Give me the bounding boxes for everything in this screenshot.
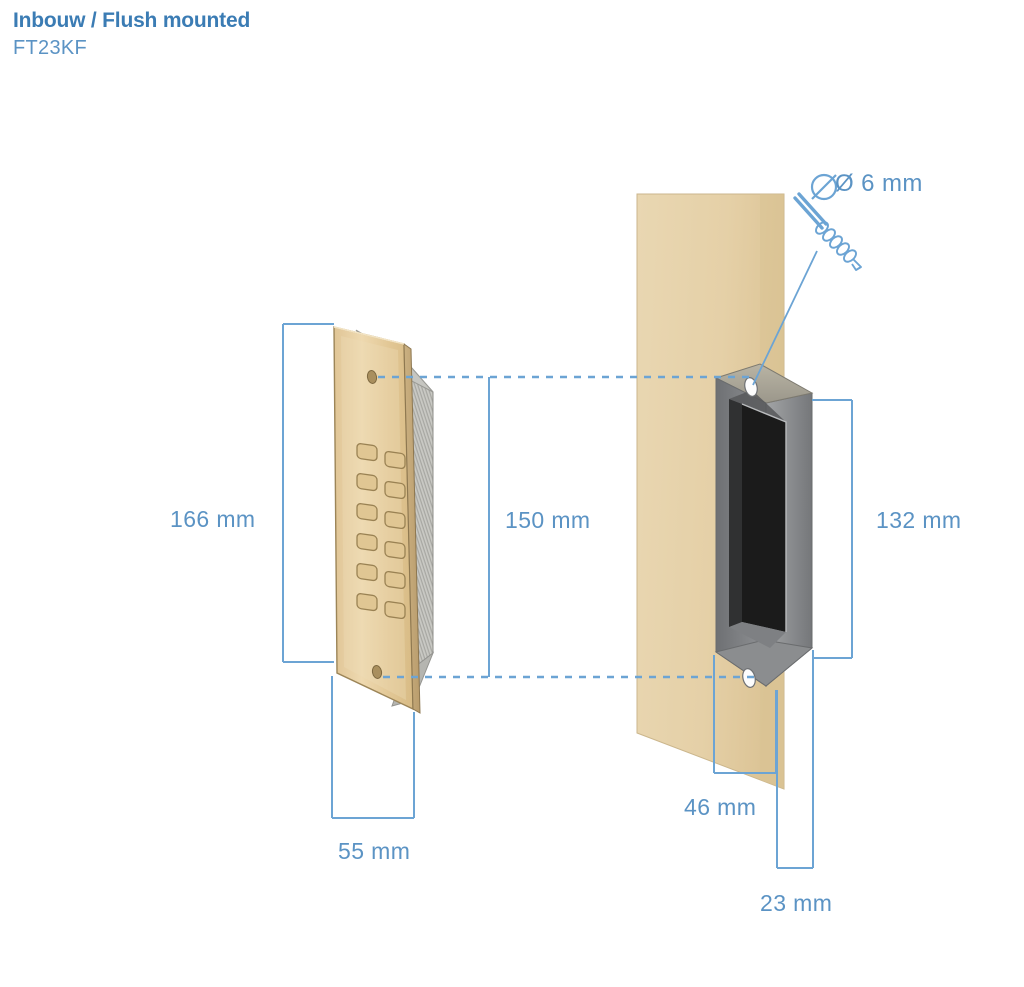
keypad-key [384, 480, 406, 500]
drill-diameter-label: Ø 6 mm [835, 170, 923, 197]
dimension-166mm [282, 323, 334, 663]
keypad-key [356, 443, 378, 462]
page-title: Inbouw / Flush mounted [13, 9, 251, 32]
keypad-key [384, 450, 406, 470]
keypad-key [384, 570, 406, 590]
mounting-hole-top-keypad [366, 370, 378, 384]
keypad-key [356, 503, 378, 522]
keypad-key [356, 563, 378, 582]
keypad-key [356, 473, 378, 492]
diameter-symbol [810, 173, 838, 201]
keypad-key [384, 600, 406, 620]
wall-recess-cutout [714, 363, 814, 688]
flush-mount-keypad [333, 326, 435, 714]
dimension-label-132mm: 132 mm [876, 507, 962, 533]
dimension-label-55mm: 55 mm [338, 838, 411, 864]
keypad-key [356, 593, 378, 612]
keypad-keys [356, 443, 406, 620]
dimension-132mm [812, 399, 853, 659]
dimension-55mm [331, 676, 415, 819]
drill-leader-line [752, 250, 818, 386]
keypad-key [356, 533, 378, 552]
model-number: FT23KF [13, 37, 88, 59]
keypad-key [384, 540, 406, 560]
keypad-key [384, 510, 406, 530]
dimension-label-150mm: 150 mm [505, 507, 591, 533]
page-header: Inbouw / Flush mounted FT23KF [13, 8, 613, 62]
drill-bit-icon [793, 192, 862, 271]
dimension-label-23mm: 23 mm [760, 890, 833, 916]
dimension-23mm [776, 650, 814, 869]
dimension-label-46mm: 46 mm [684, 794, 757, 820]
mounting-hole-bottom-keypad [371, 665, 383, 679]
dimension-label-166mm: 166 mm [170, 506, 256, 532]
